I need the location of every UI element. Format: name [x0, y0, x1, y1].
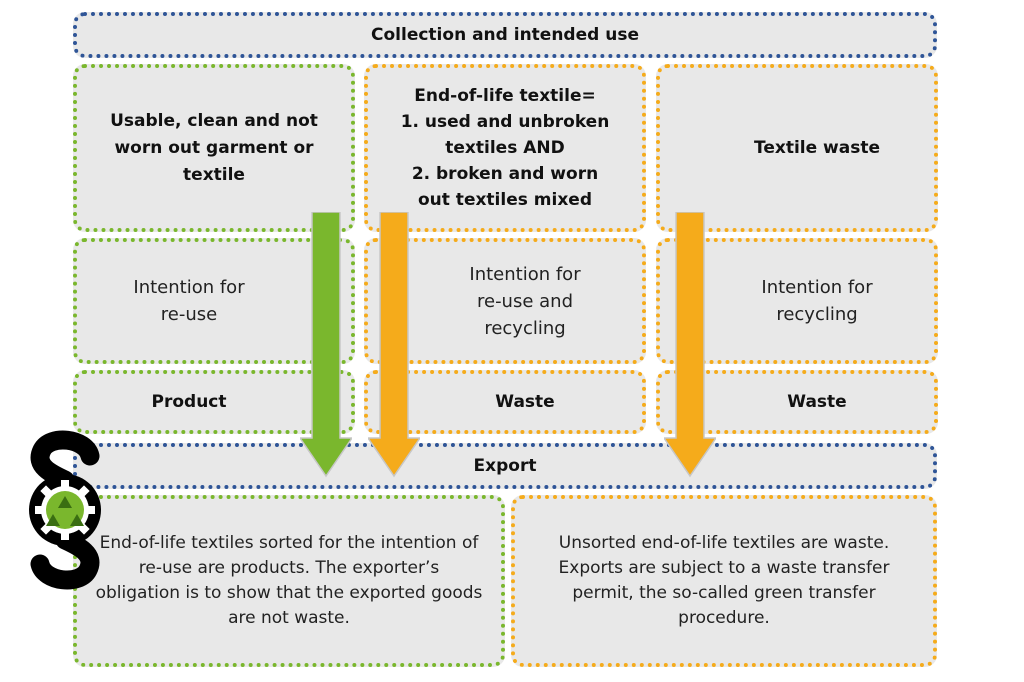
status-waste-1-label: Waste	[495, 391, 555, 412]
category-usable: Usable, clean and not worn out garment o…	[73, 64, 355, 232]
intention-reuse-recycling: Intention for re-use and recycling	[364, 238, 646, 364]
intention-reuse-label: Intention for re-use	[133, 277, 245, 325]
intention-reuse-recycling-label: Intention for re-use and recycling	[469, 263, 581, 339]
intention-recycling-label: Intention for recycling	[761, 277, 873, 325]
export-note-products-text: End-of-life textiles sorted for the inte…	[95, 533, 483, 628]
category-textile-waste: Textile waste	[656, 64, 938, 232]
category-end-of-life: End-of-life textile= 1. used and unbroke…	[364, 64, 646, 232]
status-product: Product	[73, 370, 355, 434]
export-note-products: End-of-life textiles sorted for the inte…	[73, 495, 505, 667]
export-label: Export	[473, 455, 537, 476]
category-usable-label: Usable, clean and not worn out garment o…	[110, 110, 318, 185]
export-bar: Export	[73, 443, 937, 489]
arrow-green	[300, 212, 352, 478]
status-waste-2-label: Waste	[787, 391, 847, 412]
arrow-orange-right	[664, 212, 716, 478]
category-end-of-life-label: End-of-life textile= 1. used and unbroke…	[400, 86, 610, 210]
arrow-orange-middle	[368, 212, 420, 478]
status-product-label: Product	[151, 391, 227, 412]
gear-icon	[35, 480, 95, 540]
status-waste-1: Waste	[364, 370, 646, 434]
header-collection: Collection and intended use	[73, 12, 937, 58]
export-note-waste: Unsorted end-of-life textiles are waste.…	[511, 495, 937, 667]
intention-reuse: Intention for re-use	[73, 238, 355, 364]
export-note-waste-text: Unsorted end-of-life textiles are waste.…	[558, 533, 890, 628]
category-textile-waste-label: Textile waste	[753, 137, 880, 158]
recycle-icon	[46, 496, 84, 526]
section-recycle-logo	[29, 430, 101, 590]
header-label: Collection and intended use	[371, 24, 639, 45]
